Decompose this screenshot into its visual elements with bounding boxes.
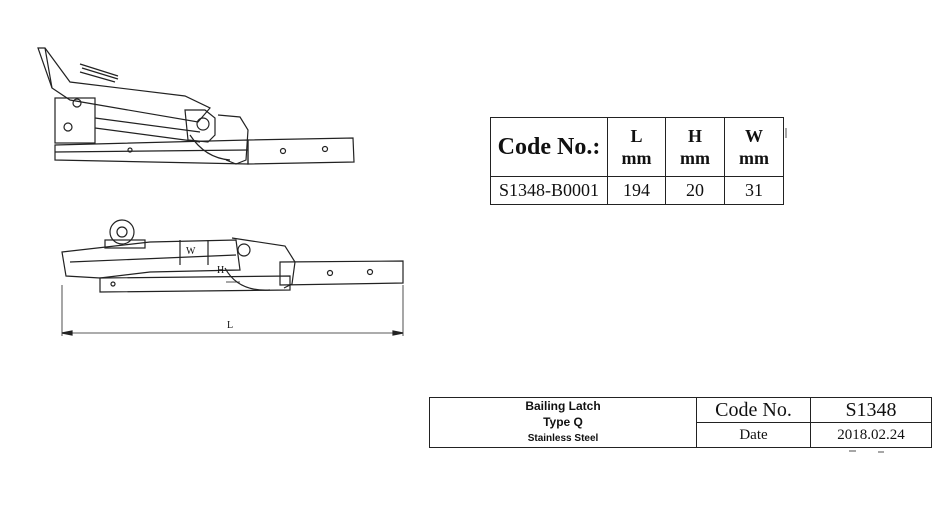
spec-table: Code No.: L mm H mm W mm S1348-B0001 194… [490, 117, 784, 205]
product-material: Stainless Steel [527, 433, 599, 444]
title-block: Bailing Latch Type Q Stainless Steel Cod… [429, 397, 932, 448]
cell-l: 194 [607, 176, 666, 205]
date-value: 2018.02.24 [837, 427, 905, 443]
header-h-letter: H [687, 126, 702, 146]
header-h: H mm [665, 117, 725, 177]
spec-table-row: S1348-B0001 194 20 31 [490, 176, 784, 205]
header-l-unit: mm [621, 148, 652, 168]
header-code-no: Code No.: [490, 117, 608, 177]
code-no-label: Code No. [697, 398, 811, 423]
header-l: L mm [607, 117, 666, 177]
dimension-label-l: L [227, 320, 234, 331]
dimension-label-h: H [217, 265, 225, 276]
product-name: Bailing Latch [525, 399, 601, 413]
cell-code: S1348-B0001 [490, 176, 608, 205]
product-type: Type Q [543, 415, 583, 429]
spec-table-header-row: Code No.: L mm H mm W mm [490, 117, 784, 177]
latch-perspective-view [37, 47, 355, 165]
dimension-label-w: W [186, 246, 196, 257]
header-w-unit: mm [739, 148, 769, 168]
header-l-letter: L [630, 126, 643, 146]
title-block-description: Bailing Latch Type Q Stainless Steel [430, 398, 697, 447]
code-no-value: S1348 [811, 398, 931, 423]
date-label: Date [697, 423, 811, 447]
cell-w: 31 [724, 176, 784, 205]
latch-side-view [61, 219, 404, 336]
header-w-letter: W [745, 126, 763, 146]
header-w: W mm [724, 117, 784, 177]
cell-h: 20 [665, 176, 725, 205]
header-h-unit: mm [680, 148, 710, 168]
